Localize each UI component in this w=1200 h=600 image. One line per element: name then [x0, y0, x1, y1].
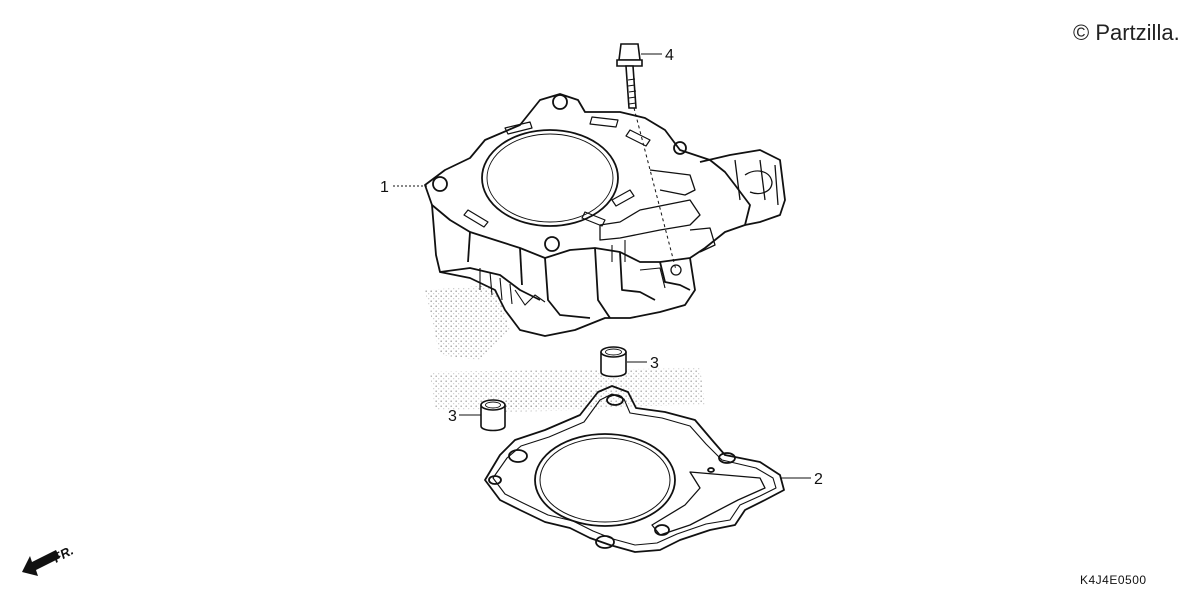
callout-4-label: 4 — [665, 47, 674, 64]
diagram-code: K4J4E0500 — [1080, 573, 1147, 587]
callout-1-label: 1 — [380, 179, 389, 196]
callout-3-upper-label: 3 — [650, 355, 659, 372]
front-label: FR. — [50, 543, 76, 566]
partzilla-watermark: © Partzilla. — [1073, 20, 1180, 45]
bolt-part — [616, 43, 677, 271]
callout-3-lower-label: 3 — [448, 408, 457, 425]
callout-2-label: 2 — [814, 471, 823, 488]
dowel-pin-lower — [480, 399, 506, 432]
callout-leaders — [393, 53, 811, 479]
stipple-shading — [425, 285, 705, 412]
cylinder-part — [424, 93, 786, 337]
front-arrow-icon — [22, 550, 60, 576]
dowel-pin-upper — [600, 346, 627, 378]
front-direction-indicator: FR. — [22, 543, 76, 576]
gasket-part — [484, 385, 785, 553]
